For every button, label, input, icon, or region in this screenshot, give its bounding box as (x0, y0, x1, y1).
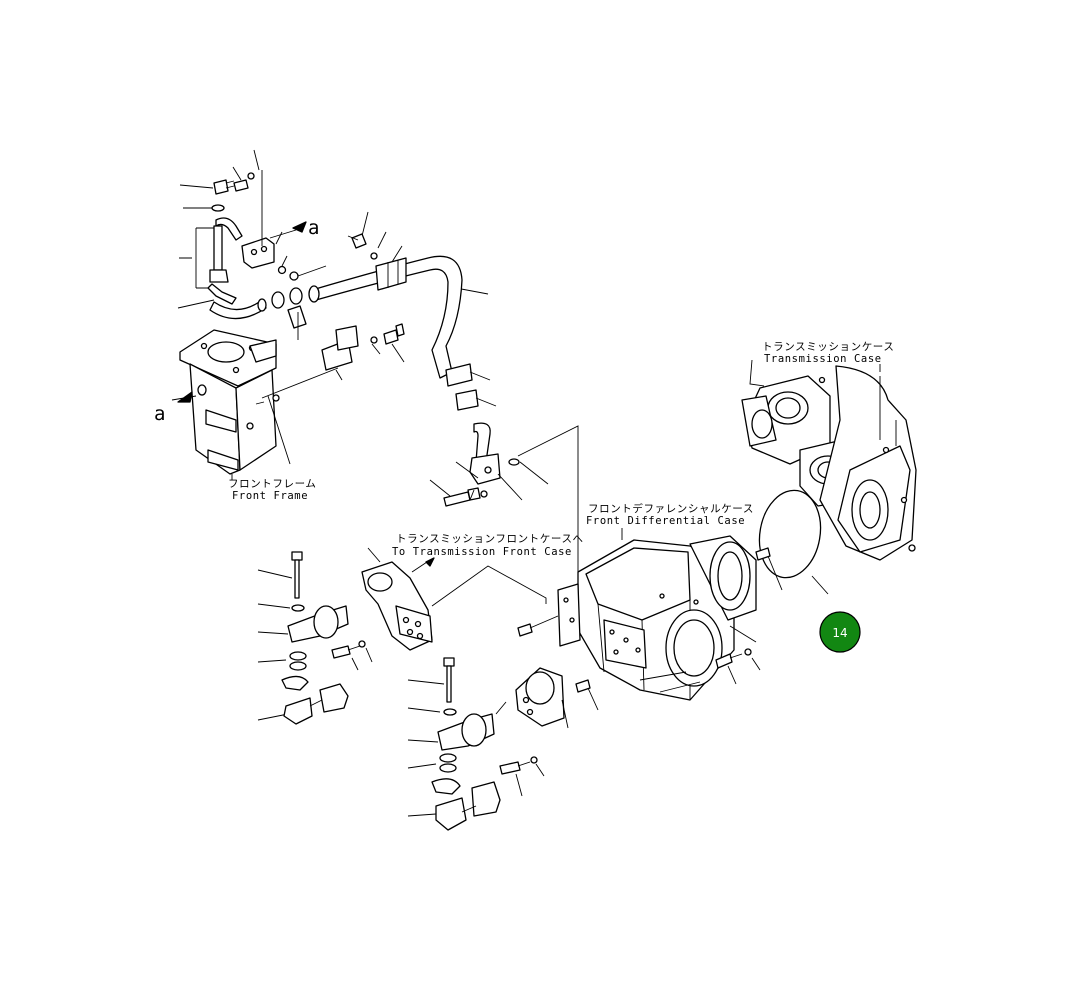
hose-fitting-group (177, 149, 327, 340)
ref-mark-a-top: a (308, 217, 319, 239)
front-differential-case (557, 535, 757, 701)
callout-badge[interactable]: 14 (819, 611, 861, 653)
front-diff-case-label-en: Front Differential Case (586, 515, 745, 527)
diff-fasteners (517, 547, 783, 711)
main-hose (308, 211, 579, 601)
to-trans-front-case-label-en: To Transmission Front Case (392, 546, 572, 558)
mount-stack-lower (407, 657, 569, 831)
front-frame-bracket (171, 329, 339, 480)
to-trans-front-case-label-jp: トランスミッションフロントケースへ (396, 533, 584, 545)
transmission-case-label-jp: トランスミッションケース (762, 341, 894, 353)
callout-number[interactable]: 14 (832, 626, 847, 640)
transmission-case (741, 359, 917, 561)
o-ring-gasket (758, 489, 822, 579)
front-frame-label-en: Front Frame (232, 490, 308, 502)
transmission-case-label-en: Transmission Case (764, 353, 882, 365)
front-frame-label-jp: フロントフレーム (228, 478, 317, 490)
mid-bracket (321, 323, 405, 381)
callout-circle[interactable] (819, 611, 861, 653)
mount-bracket-upper (361, 547, 547, 651)
ref-mark-a-left: a (154, 403, 165, 425)
front-diff-case-label-jp: フロントデファレンシャルケース (588, 502, 754, 515)
mount-stack-left (257, 551, 373, 725)
